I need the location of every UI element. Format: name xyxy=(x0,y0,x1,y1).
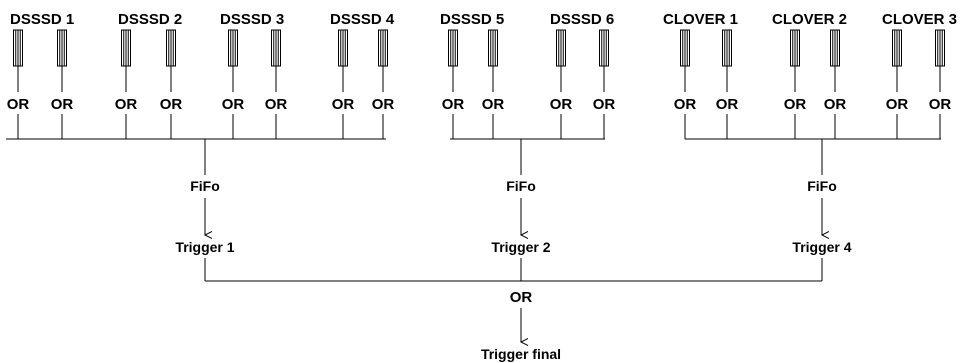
detector-label: CLOVER 3 xyxy=(882,11,957,28)
or-gate-label: OR xyxy=(886,96,909,113)
detector-clover-2: CLOVER 2 OR OR xyxy=(772,11,847,139)
or-gate-label: OR xyxy=(7,96,30,113)
trigger-label: Trigger 1 xyxy=(175,239,234,255)
detector-label: DSSSD 1 xyxy=(10,11,74,28)
detector-clover-3: CLOVER 3 OR OR xyxy=(882,11,957,139)
or-gate-label: OR xyxy=(160,96,183,113)
detector-dsssd-4: DSSSD 4 OR OR xyxy=(330,11,395,139)
trigger-label: Trigger 2 xyxy=(491,239,550,255)
or-gate-label: OR xyxy=(332,96,355,113)
or-gate-label: OR xyxy=(265,96,288,113)
or-gate-label: OR xyxy=(824,96,847,113)
detector-dsssd-3: DSSSD 3 OR OR xyxy=(220,11,287,139)
or-gate-label: OR xyxy=(51,96,74,113)
detector-label: CLOVER 1 xyxy=(663,11,738,28)
fifo-label: FiFo xyxy=(807,178,837,194)
final-or-label: OR xyxy=(510,289,533,306)
or-gate-label: OR xyxy=(550,96,573,113)
or-gate-label: OR xyxy=(593,96,616,113)
detector-clover-1: CLOVER 1 OR OR xyxy=(663,11,738,139)
detector-dsssd-5: DSSSD 5 OR OR xyxy=(440,11,504,139)
detector-label: DSSSD 2 xyxy=(118,11,182,28)
detector-label: CLOVER 2 xyxy=(772,11,847,28)
or-gate-label: OR xyxy=(784,96,807,113)
detector-dsssd-2: DSSSD 2 OR OR xyxy=(115,11,183,139)
fifo-label: FiFo xyxy=(190,178,220,194)
detector-label: DSSSD 5 xyxy=(440,11,504,28)
detector-label: DSSSD 4 xyxy=(330,11,395,28)
fifo-label: FiFo xyxy=(506,178,536,194)
trigger-label: Trigger 4 xyxy=(792,239,851,255)
final-trigger-label: Trigger final xyxy=(481,346,561,362)
or-gate-label: OR xyxy=(716,96,739,113)
or-gate-label: OR xyxy=(115,96,138,113)
detector-dsssd-6: DSSSD 6 OR OR xyxy=(550,11,616,139)
detector-dsssd-1: DSSSD 1 OR OR xyxy=(7,11,74,139)
or-gate-label: OR xyxy=(929,96,952,113)
detector-label: DSSSD 6 xyxy=(550,11,614,28)
detector-label: DSSSD 3 xyxy=(220,11,284,28)
or-gate-label: OR xyxy=(222,96,245,113)
final-layer: OR Trigger final xyxy=(205,280,822,362)
or-gate-label: OR xyxy=(372,96,395,113)
or-gate-label: OR xyxy=(442,96,465,113)
or-gate-label: OR xyxy=(482,96,505,113)
or-gate-label: OR xyxy=(674,96,697,113)
